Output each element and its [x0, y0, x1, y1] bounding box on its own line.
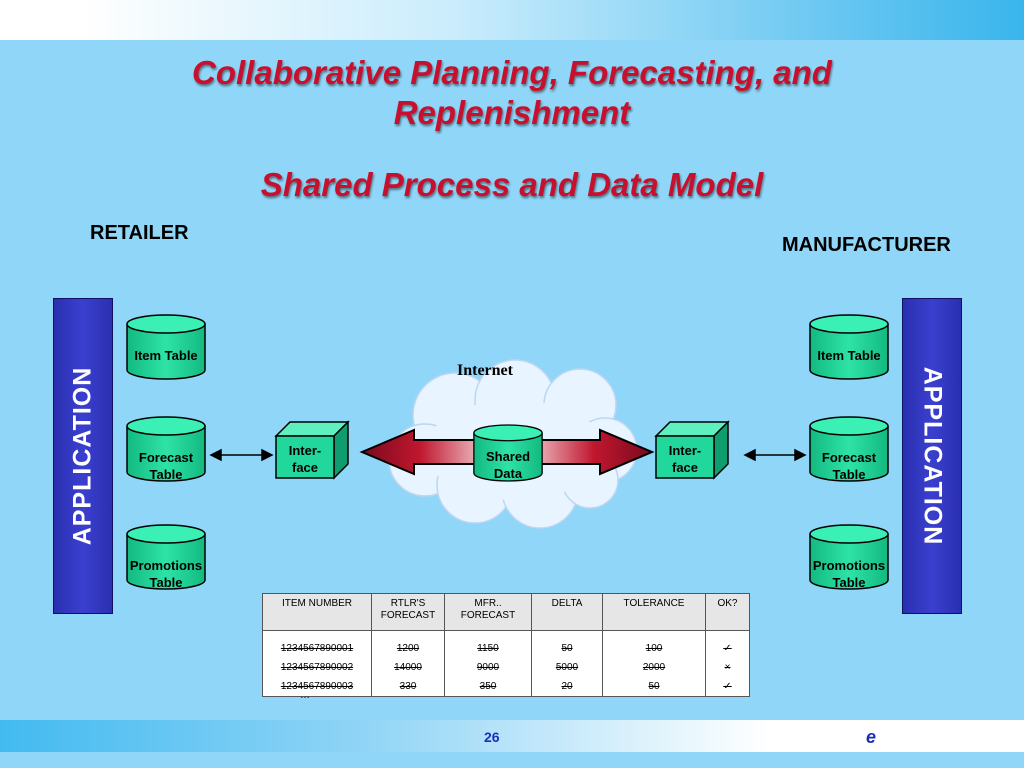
header-tolerance: TOLERANCE — [602, 593, 706, 631]
subtitle: Shared Process and Data Model — [260, 166, 764, 203]
brand-mark: e — [866, 727, 877, 747]
retailer-label: RETAILER — [90, 222, 189, 244]
cell-tolerance: 100 — [602, 639, 706, 658]
header-mfr-forecast: MFR.. FORECAST — [444, 593, 532, 631]
header-delta: DELTA — [531, 593, 603, 631]
cell-delta: 50 — [531, 639, 603, 658]
table-header-row: ITEM NUMBER RTLR'S FORECAST MFR.. FORECA… — [262, 593, 750, 631]
cell-ok: × — [705, 658, 750, 677]
cell-item-number: 1234567890002 — [262, 658, 372, 677]
cell-delta: 5000 — [531, 658, 603, 677]
retailer-interface-box — [274, 420, 350, 480]
shared-data-label: Shared Data — [485, 449, 531, 481]
manufacturer-interface-label: Inter- face — [668, 443, 702, 475]
title-line-1: Collaborative Planning, Forecasting, and — [192, 54, 832, 91]
forecast-comparison-table: ITEM NUMBER RTLR'S FORECAST MFR.. FORECA… — [262, 593, 750, 697]
manufacturer-link-arrow — [743, 448, 807, 462]
table-row: 1234567890002 14000 9000 5000 2000 × — [262, 658, 750, 677]
manufacturer-application-bar: APPLICATION — [902, 298, 962, 614]
retailer-promotions-table-label: Promotions Table — [129, 558, 203, 590]
cell-mfr-forecast: 350 — [444, 677, 532, 697]
cell-tolerance: 50 — [602, 677, 706, 697]
table-row: 1234567890003 330 350 20 50 ✓ — [262, 677, 750, 697]
cell-mfr-forecast: 1150 — [444, 639, 532, 658]
page-number: 26 — [484, 729, 500, 745]
retailer-item-table-label: Item Table — [134, 348, 198, 363]
cell-rtlr-forecast: 14000 — [371, 658, 445, 677]
cell-item-number: 1234567890003 — [262, 677, 372, 697]
table-row: 1234567890001 1200 1150 50 100 ✓ — [262, 639, 750, 658]
table-ellipsis: … — [300, 690, 310, 701]
footer-banner — [0, 720, 1024, 752]
cell-rtlr-forecast: 330 — [371, 677, 445, 697]
retailer-interface-label: Inter- face — [288, 443, 322, 475]
retailer-forecast-table-label: Forecast Table — [138, 450, 194, 482]
cell-tolerance: 2000 — [602, 658, 706, 677]
cell-ok: ✓ — [705, 639, 750, 658]
manufacturer-promotions-table-label: Promotions Table — [812, 558, 886, 590]
cell-mfr-forecast: 9000 — [444, 658, 532, 677]
manufacturer-label: MANUFACTURER — [782, 234, 951, 256]
header-ok: OK? — [705, 593, 750, 631]
manufacturer-interface-box — [654, 420, 730, 480]
retailer-application-bar: APPLICATION — [53, 298, 113, 614]
cell-ok: ✓ — [705, 677, 750, 697]
cell-delta: 20 — [531, 677, 603, 697]
table-spacer-row — [262, 630, 750, 639]
cell-rtlr-forecast: 1200 — [371, 639, 445, 658]
retailer-link-arrow — [209, 448, 274, 462]
title-line-2: Replenishment — [393, 94, 631, 131]
manufacturer-item-table-label: Item Table — [817, 348, 881, 363]
manufacturer-forecast-table-label: Forecast Table — [821, 450, 877, 482]
header-rtlr-forecast: RTLR'S FORECAST — [371, 593, 445, 631]
header-item-number: ITEM NUMBER — [262, 593, 372, 631]
top-banner — [0, 0, 1024, 40]
internet-label: Internet — [457, 362, 513, 379]
cell-item-number: 1234567890001 — [262, 639, 372, 658]
